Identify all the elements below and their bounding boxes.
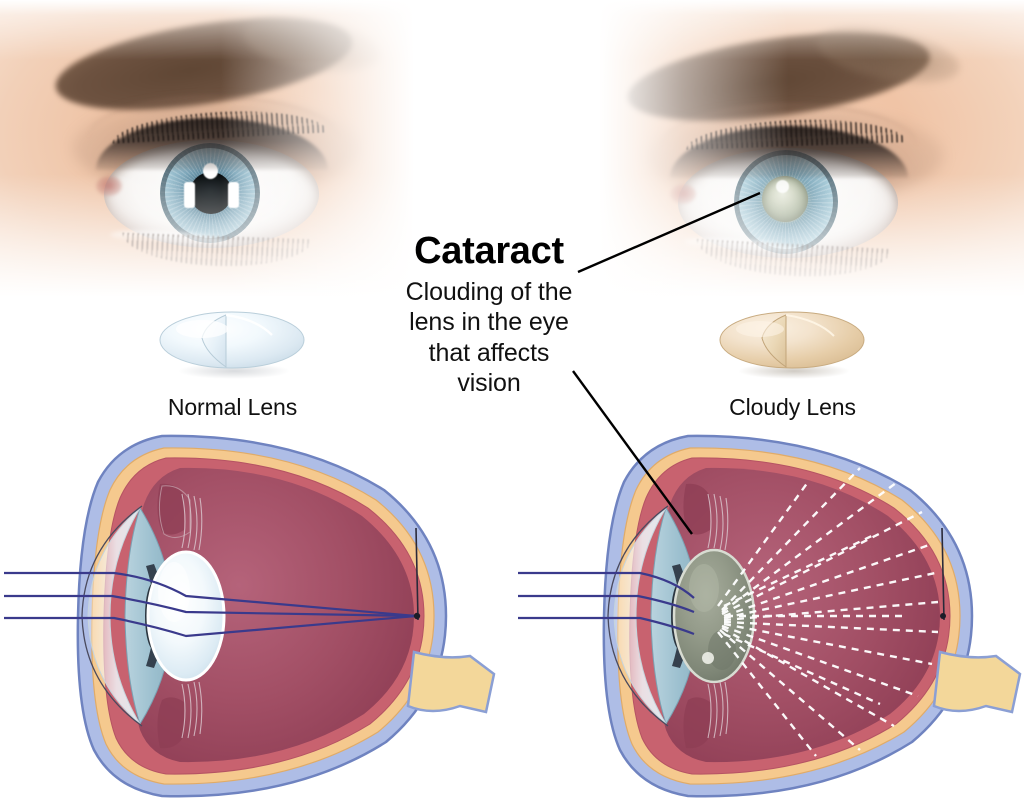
scattered-ray bbox=[723, 620, 939, 634]
vitreous-humor bbox=[657, 467, 940, 763]
lens-body bbox=[159, 311, 305, 369]
scattered-ray bbox=[721, 626, 895, 728]
normal-lens-group: Normal Lens bbox=[140, 305, 325, 421]
scattered-ray bbox=[721, 624, 919, 698]
light-ray bbox=[518, 594, 695, 614]
ciliary-detail bbox=[158, 485, 191, 538]
cornea-outline bbox=[81, 505, 143, 727]
cloudy-lens-label: Cloudy Lens bbox=[729, 394, 856, 420]
optic-nerve bbox=[932, 650, 1022, 714]
light-rays-focused bbox=[4, 571, 417, 638]
zonule-fibers-upper bbox=[707, 493, 729, 551]
light-ray bbox=[4, 571, 417, 618]
lens-specular bbox=[702, 652, 714, 664]
ciliary-body bbox=[683, 483, 710, 535]
focal-point bbox=[413, 612, 421, 620]
light-ray bbox=[518, 571, 695, 599]
ciliary-body-lower bbox=[683, 697, 710, 749]
normal-eye-cross-section bbox=[0, 420, 504, 811]
page-title: Cataract bbox=[414, 230, 564, 272]
scattered-ray bbox=[723, 542, 933, 618]
tear-duct bbox=[670, 184, 696, 204]
ciliary-body-lower bbox=[157, 697, 184, 749]
lens-mottling bbox=[689, 564, 719, 612]
cataract-eye-photo bbox=[586, 0, 1024, 300]
lens-body bbox=[719, 311, 865, 369]
lens-mottling bbox=[708, 630, 736, 670]
cloudy-lens-icon bbox=[719, 311, 865, 379]
text-block: Cataract Clouding of the lens in the eye… bbox=[378, 232, 600, 399]
lens-highlight bbox=[158, 562, 190, 622]
ciliary-body bbox=[157, 483, 184, 535]
scattered-ray bbox=[723, 632, 881, 706]
light-ray bbox=[4, 594, 417, 618]
vitreous-humor bbox=[131, 467, 414, 763]
description-text: Clouding of the lens in the eye that aff… bbox=[378, 277, 600, 399]
light-rays-incoming bbox=[518, 571, 695, 636]
description-line: that affects bbox=[428, 338, 550, 367]
description-line: lens in the eye bbox=[409, 308, 569, 337]
normal-eye-diagram bbox=[4, 434, 496, 798]
scattered-light-rays bbox=[717, 467, 941, 757]
zonule-fibers-lower bbox=[707, 681, 729, 739]
cloudy-lens-group: Cloudy Lens bbox=[700, 305, 885, 421]
scattered-ray bbox=[717, 631, 817, 757]
lens-highlight bbox=[225, 313, 273, 336]
lens-highlight bbox=[785, 314, 835, 337]
light-ray bbox=[518, 616, 695, 636]
tear-duct bbox=[96, 176, 122, 196]
lens-drop-shadow bbox=[178, 363, 290, 379]
catchlight-icon bbox=[776, 180, 789, 193]
normal-lens-label: Normal Lens bbox=[167, 394, 298, 420]
scattered-ray bbox=[723, 622, 933, 666]
focal-point-marker bbox=[415, 527, 419, 621]
catchlight-icon bbox=[228, 182, 239, 208]
scattered-ray bbox=[719, 629, 861, 751]
scattered-ray bbox=[723, 600, 939, 622]
zonule-fibers-upper bbox=[181, 493, 203, 551]
catchlight-icon bbox=[184, 182, 195, 208]
clear-lens bbox=[146, 550, 226, 682]
lens-specular bbox=[736, 321, 784, 337]
lens-drop-shadow bbox=[738, 363, 850, 379]
zonule-fibers-lower bbox=[181, 681, 203, 739]
normal-eye-photo bbox=[0, 0, 432, 300]
normal-lens-icon bbox=[159, 311, 305, 379]
lens-specular bbox=[176, 320, 228, 338]
scattered-ray bbox=[723, 532, 877, 608]
retina-marker bbox=[941, 527, 945, 621]
description-line: vision bbox=[457, 369, 521, 398]
cataract-eye-diagram bbox=[518, 434, 1022, 798]
cataract-eye-cross-section bbox=[508, 420, 1024, 811]
scattered-ray bbox=[721, 510, 923, 616]
optic-nerve bbox=[406, 650, 496, 714]
light-ray bbox=[4, 614, 417, 638]
description-line: Clouding of the bbox=[405, 277, 573, 306]
retina-point bbox=[940, 613, 946, 619]
scattered-ray bbox=[721, 479, 901, 613]
scattered-ray bbox=[723, 570, 941, 620]
